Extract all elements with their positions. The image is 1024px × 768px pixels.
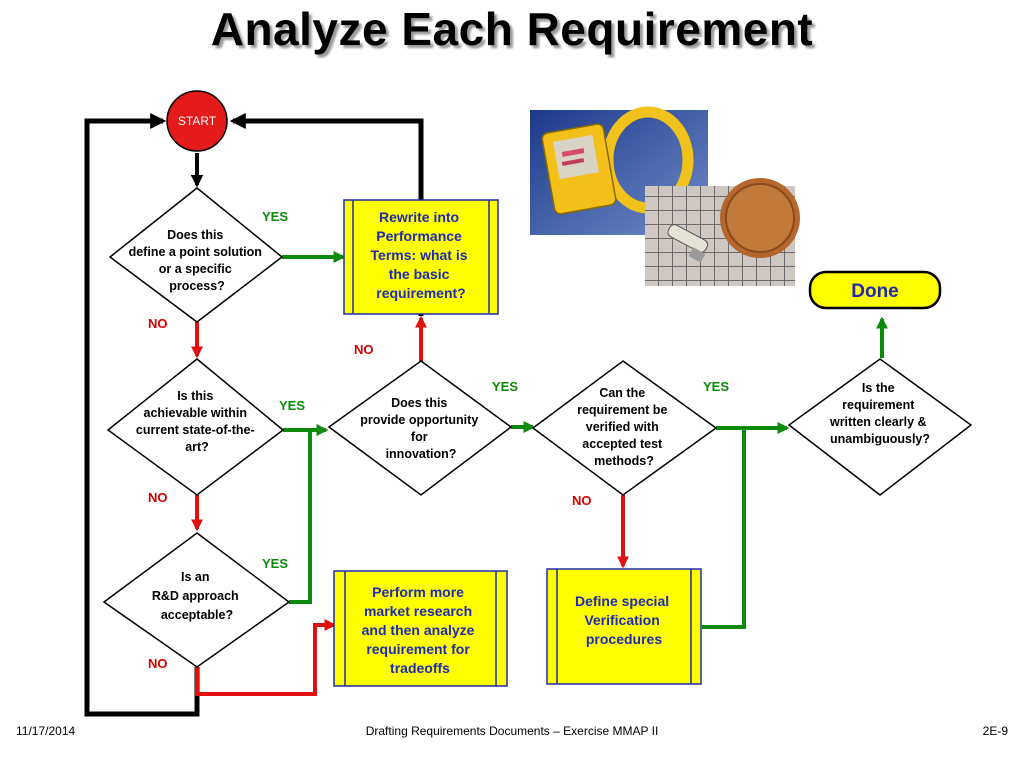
- svg-text:NO: NO: [148, 316, 168, 331]
- svg-text:Does this define a poi: Does this define a point solution or a s…: [129, 228, 266, 293]
- penny-sensor-photo: [645, 178, 800, 286]
- decision-rd-approach: Is an R&D approach acceptable?: [102, 532, 291, 668]
- decision-written-clearly: Is the requirement written clearly & una…: [787, 358, 973, 496]
- footer-title: Drafting Requirements Documents – Exerci…: [365, 724, 659, 738]
- no-arrows: [191, 315, 629, 696]
- box-verification-procedures: Define special Verification procedures: [546, 568, 702, 685]
- slide-title: Analyze Each Requirement: [210, 3, 814, 55]
- svg-text:NO: NO: [148, 490, 168, 505]
- svg-text:YES: YES: [262, 209, 288, 224]
- done-label: Done: [851, 281, 899, 302]
- box-market-research: Perform more market research and then an…: [333, 570, 508, 687]
- yes-labels: YES YES YES YES YES: [262, 209, 729, 571]
- box-rewrite-performance: Rewrite into Performance Terms: what is …: [343, 199, 499, 315]
- no-labels: NO NO NO NO NO: [148, 316, 592, 671]
- decision-verifiable: Can the requirement be verified with acc…: [531, 360, 718, 496]
- svg-text:NO: NO: [354, 342, 374, 357]
- svg-text:YES: YES: [492, 379, 518, 394]
- done-node: Done: [808, 270, 942, 310]
- svg-text:Rewrite into Performan: Rewrite into Performance Terms: what is …: [371, 209, 472, 301]
- svg-text:Can the requirement be: Can the requirement be verified with acc…: [577, 386, 671, 468]
- yes-arrows: [282, 251, 888, 629]
- svg-text:YES: YES: [279, 398, 305, 413]
- decision-point-solution: Does this define a point solution or a s…: [108, 187, 284, 323]
- svg-text:Is the requirement: Is the requirement written clearly & una…: [829, 381, 930, 446]
- svg-text:Does this provide oppo: Does this provide opportunity for innova…: [360, 396, 482, 461]
- decision-achievable: Is this achievable within current state-…: [106, 358, 285, 496]
- start-node: START: [166, 90, 228, 152]
- svg-text:YES: YES: [262, 556, 288, 571]
- svg-text:NO: NO: [148, 656, 168, 671]
- svg-text:YES: YES: [703, 379, 729, 394]
- svg-text:Is this achievable wit: Is this achievable within current state-…: [136, 389, 258, 454]
- decision-innovation: Does this provide opportunity for innova…: [327, 360, 513, 496]
- start-label: START: [178, 114, 217, 128]
- svg-text:Perform more market re: Perform more market research and then an…: [362, 584, 479, 676]
- svg-text:Define special Verific: Define special Verification procedures: [575, 593, 673, 647]
- svg-text:Is an R&D approach: Is an R&D approach acceptable?: [152, 570, 242, 622]
- footer-date: 11/17/2014: [16, 724, 76, 738]
- footer-page-number: 2E-9: [982, 724, 1008, 738]
- svg-text:NO: NO: [572, 493, 592, 508]
